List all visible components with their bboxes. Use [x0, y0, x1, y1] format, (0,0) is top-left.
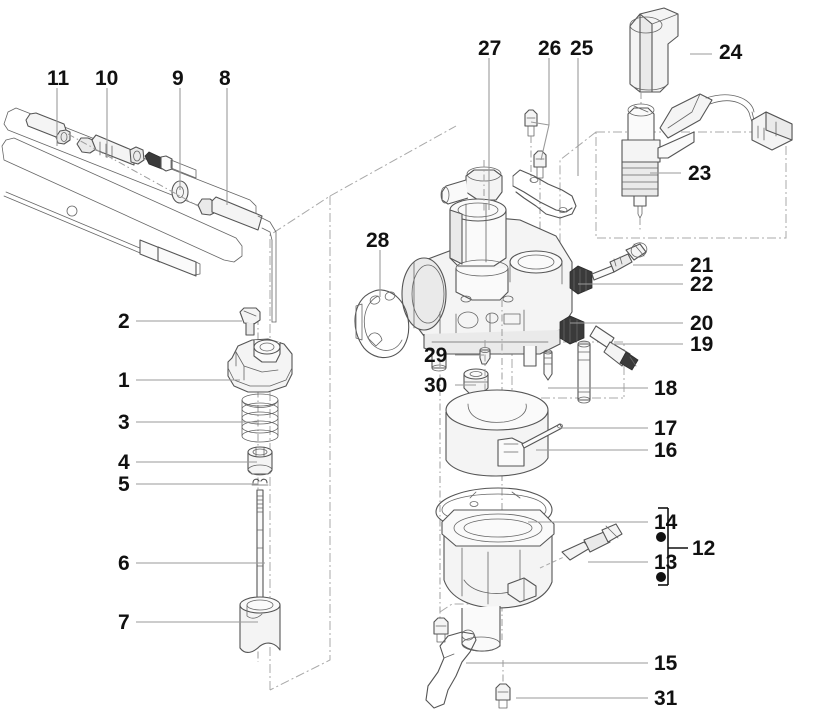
callout-number-17: 17 [654, 417, 678, 440]
part-stack-throttle-slide [227, 307, 293, 662]
part-28-intake-gasket [354, 289, 410, 359]
part-7-throttle-slide [239, 596, 281, 654]
callout-number-19: 19 [690, 333, 714, 356]
part-31-drain-screw [495, 660, 511, 709]
part-21-mixture-screw [591, 242, 648, 281]
construction-boundary-right [559, 131, 787, 268]
callout-number-15: 15 [654, 652, 678, 675]
part-1-mixture-housing [227, 338, 293, 393]
callout-number-18: 18 [654, 377, 678, 400]
part-ignition-group [621, 7, 793, 232]
callout-number-20: 20 [690, 312, 714, 335]
callout-number-29: 29 [424, 344, 448, 367]
part-20-idle-jet [559, 315, 585, 345]
callout-number-3: 3 [118, 411, 130, 434]
part-6-jet-needle [256, 489, 264, 609]
callout-number-21: 21 [690, 254, 714, 277]
callout-number-31: 31 [654, 687, 678, 710]
callout-number-10: 10 [95, 67, 119, 90]
callout-number-13: 13 [654, 551, 678, 574]
part-8-cable-outer [197, 196, 277, 323]
part-13-float-bowl [441, 509, 623, 652]
callout-number-11: 11 [47, 67, 70, 90]
part-22-jet-holder [569, 265, 593, 295]
bracket-dot-lower [656, 572, 666, 582]
part-10-adjuster-barrel [76, 134, 145, 166]
callout-number-22: 22 [690, 273, 714, 296]
part-throttle-cable-assembly [1, 107, 277, 323]
callout-number-14: 14 [654, 511, 678, 534]
part-26-screws [524, 109, 547, 230]
callout-number-16: 16 [654, 439, 678, 462]
callout-number-6: 6 [118, 552, 130, 575]
part-11-cable-sleeve [25, 112, 71, 145]
part-25-cable-bracket [512, 169, 577, 219]
part-2-screw [239, 307, 261, 336]
part-inner-knurl [144, 151, 197, 179]
part-19-starter-jet [589, 325, 639, 371]
construction-boundary-left [269, 125, 457, 691]
part-18-float-needle [543, 349, 553, 381]
part-5-needle-clip [251, 478, 269, 486]
callout-number-12: 12 [692, 537, 716, 560]
callout-number-1: 1 [118, 369, 130, 392]
part-23-spark-plug [621, 92, 793, 232]
part-carb-main-casting [401, 198, 573, 372]
part-bowl-screw-left [433, 603, 470, 643]
leader-12 [658, 507, 688, 586]
callout-number-2: 2 [118, 310, 130, 333]
leader-26 [530, 58, 550, 161]
part-carburettor-body [354, 109, 648, 709]
part-4-slide-retainer [247, 446, 273, 476]
bracket-dot-upper [656, 532, 666, 542]
callout-number-27: 27 [478, 37, 502, 60]
callout-number-4: 4 [118, 451, 130, 474]
callout-number-5: 5 [118, 473, 130, 496]
callout-number-24: 24 [719, 41, 743, 64]
callout-number-23: 23 [688, 162, 712, 185]
part-30-jet-seat [463, 368, 489, 395]
callout-number-25: 25 [570, 37, 594, 60]
part-24-spark-plug-cap [629, 7, 679, 93]
callout-number-30: 30 [424, 374, 448, 397]
part-3-return-spring [241, 393, 279, 443]
callout-number-26: 26 [538, 37, 562, 60]
callout-number-28: 28 [366, 229, 390, 252]
leader-lines [56, 53, 712, 699]
callout-number-9: 9 [172, 67, 184, 90]
part-main-jet-tube [577, 340, 591, 404]
part-15-drain-hose [425, 629, 477, 709]
part-16-float [445, 389, 549, 477]
callout-number-7: 7 [118, 611, 130, 634]
callout-number-8: 8 [219, 67, 231, 90]
